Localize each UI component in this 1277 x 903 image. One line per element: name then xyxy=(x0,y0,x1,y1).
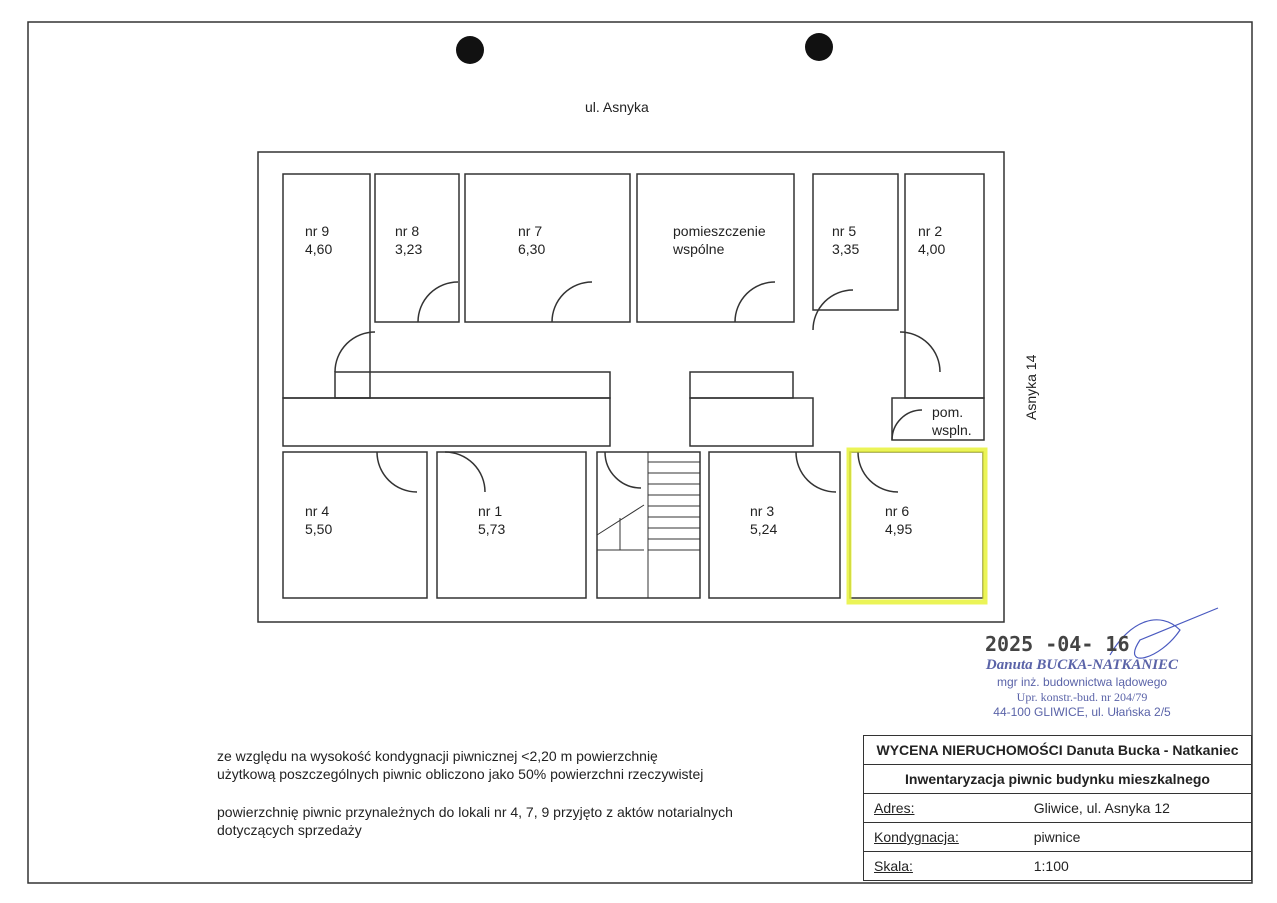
label-floor: Kondygnacja: xyxy=(862,822,1014,852)
value-scale: 1:100 xyxy=(1013,851,1252,881)
door-arcs xyxy=(334,281,941,493)
stamp-line2: Upr. konstr.-bud. nr 204/79 xyxy=(1016,690,1148,704)
value-address: Gliwice, ul. Asnyka 12 xyxy=(1013,793,1252,823)
punch-hole xyxy=(456,36,484,64)
stamp-name: Danuta BUCKA-NATKANIEC xyxy=(985,657,1179,673)
stairs xyxy=(596,452,700,598)
value-floor: piwnice xyxy=(1013,822,1252,852)
stamp-line1: mgr inż. budownictwa lądowego xyxy=(996,675,1168,689)
building-outline xyxy=(257,151,1005,623)
street-label-top: ul. Asnyka xyxy=(585,99,649,115)
rooms xyxy=(282,173,985,599)
note-2: powierzchnię piwnic przynależnych do lok… xyxy=(217,804,733,838)
title-block: WYCENA NIERUCHOMOŚCI Danuta Bucka - Natk… xyxy=(862,735,1252,881)
room-common-small: pom.wspln. xyxy=(932,404,972,438)
stamp-line3: 44-100 GLIWICE, ul. Ułańska 2/5 xyxy=(993,705,1171,719)
street-label-right: Asnyka 14 xyxy=(1023,354,1039,420)
page-border xyxy=(27,21,1253,884)
label-scale: Skala: xyxy=(862,851,1014,881)
stamp-date: 2025 -04- 16 xyxy=(985,632,1130,656)
note-1: ze względu na wysokość kondygnacji piwni… xyxy=(217,748,704,782)
signature xyxy=(1109,607,1219,659)
highlight-nr6 xyxy=(846,447,988,605)
punch-hole xyxy=(805,33,833,61)
title-drawing: Inwentaryzacja piwnic budynku mieszkalne… xyxy=(863,764,1252,794)
label-address: Adres: xyxy=(862,793,1014,823)
title-company: WYCENA NIERUCHOMOŚCI Danuta Bucka - Natk… xyxy=(863,735,1252,765)
